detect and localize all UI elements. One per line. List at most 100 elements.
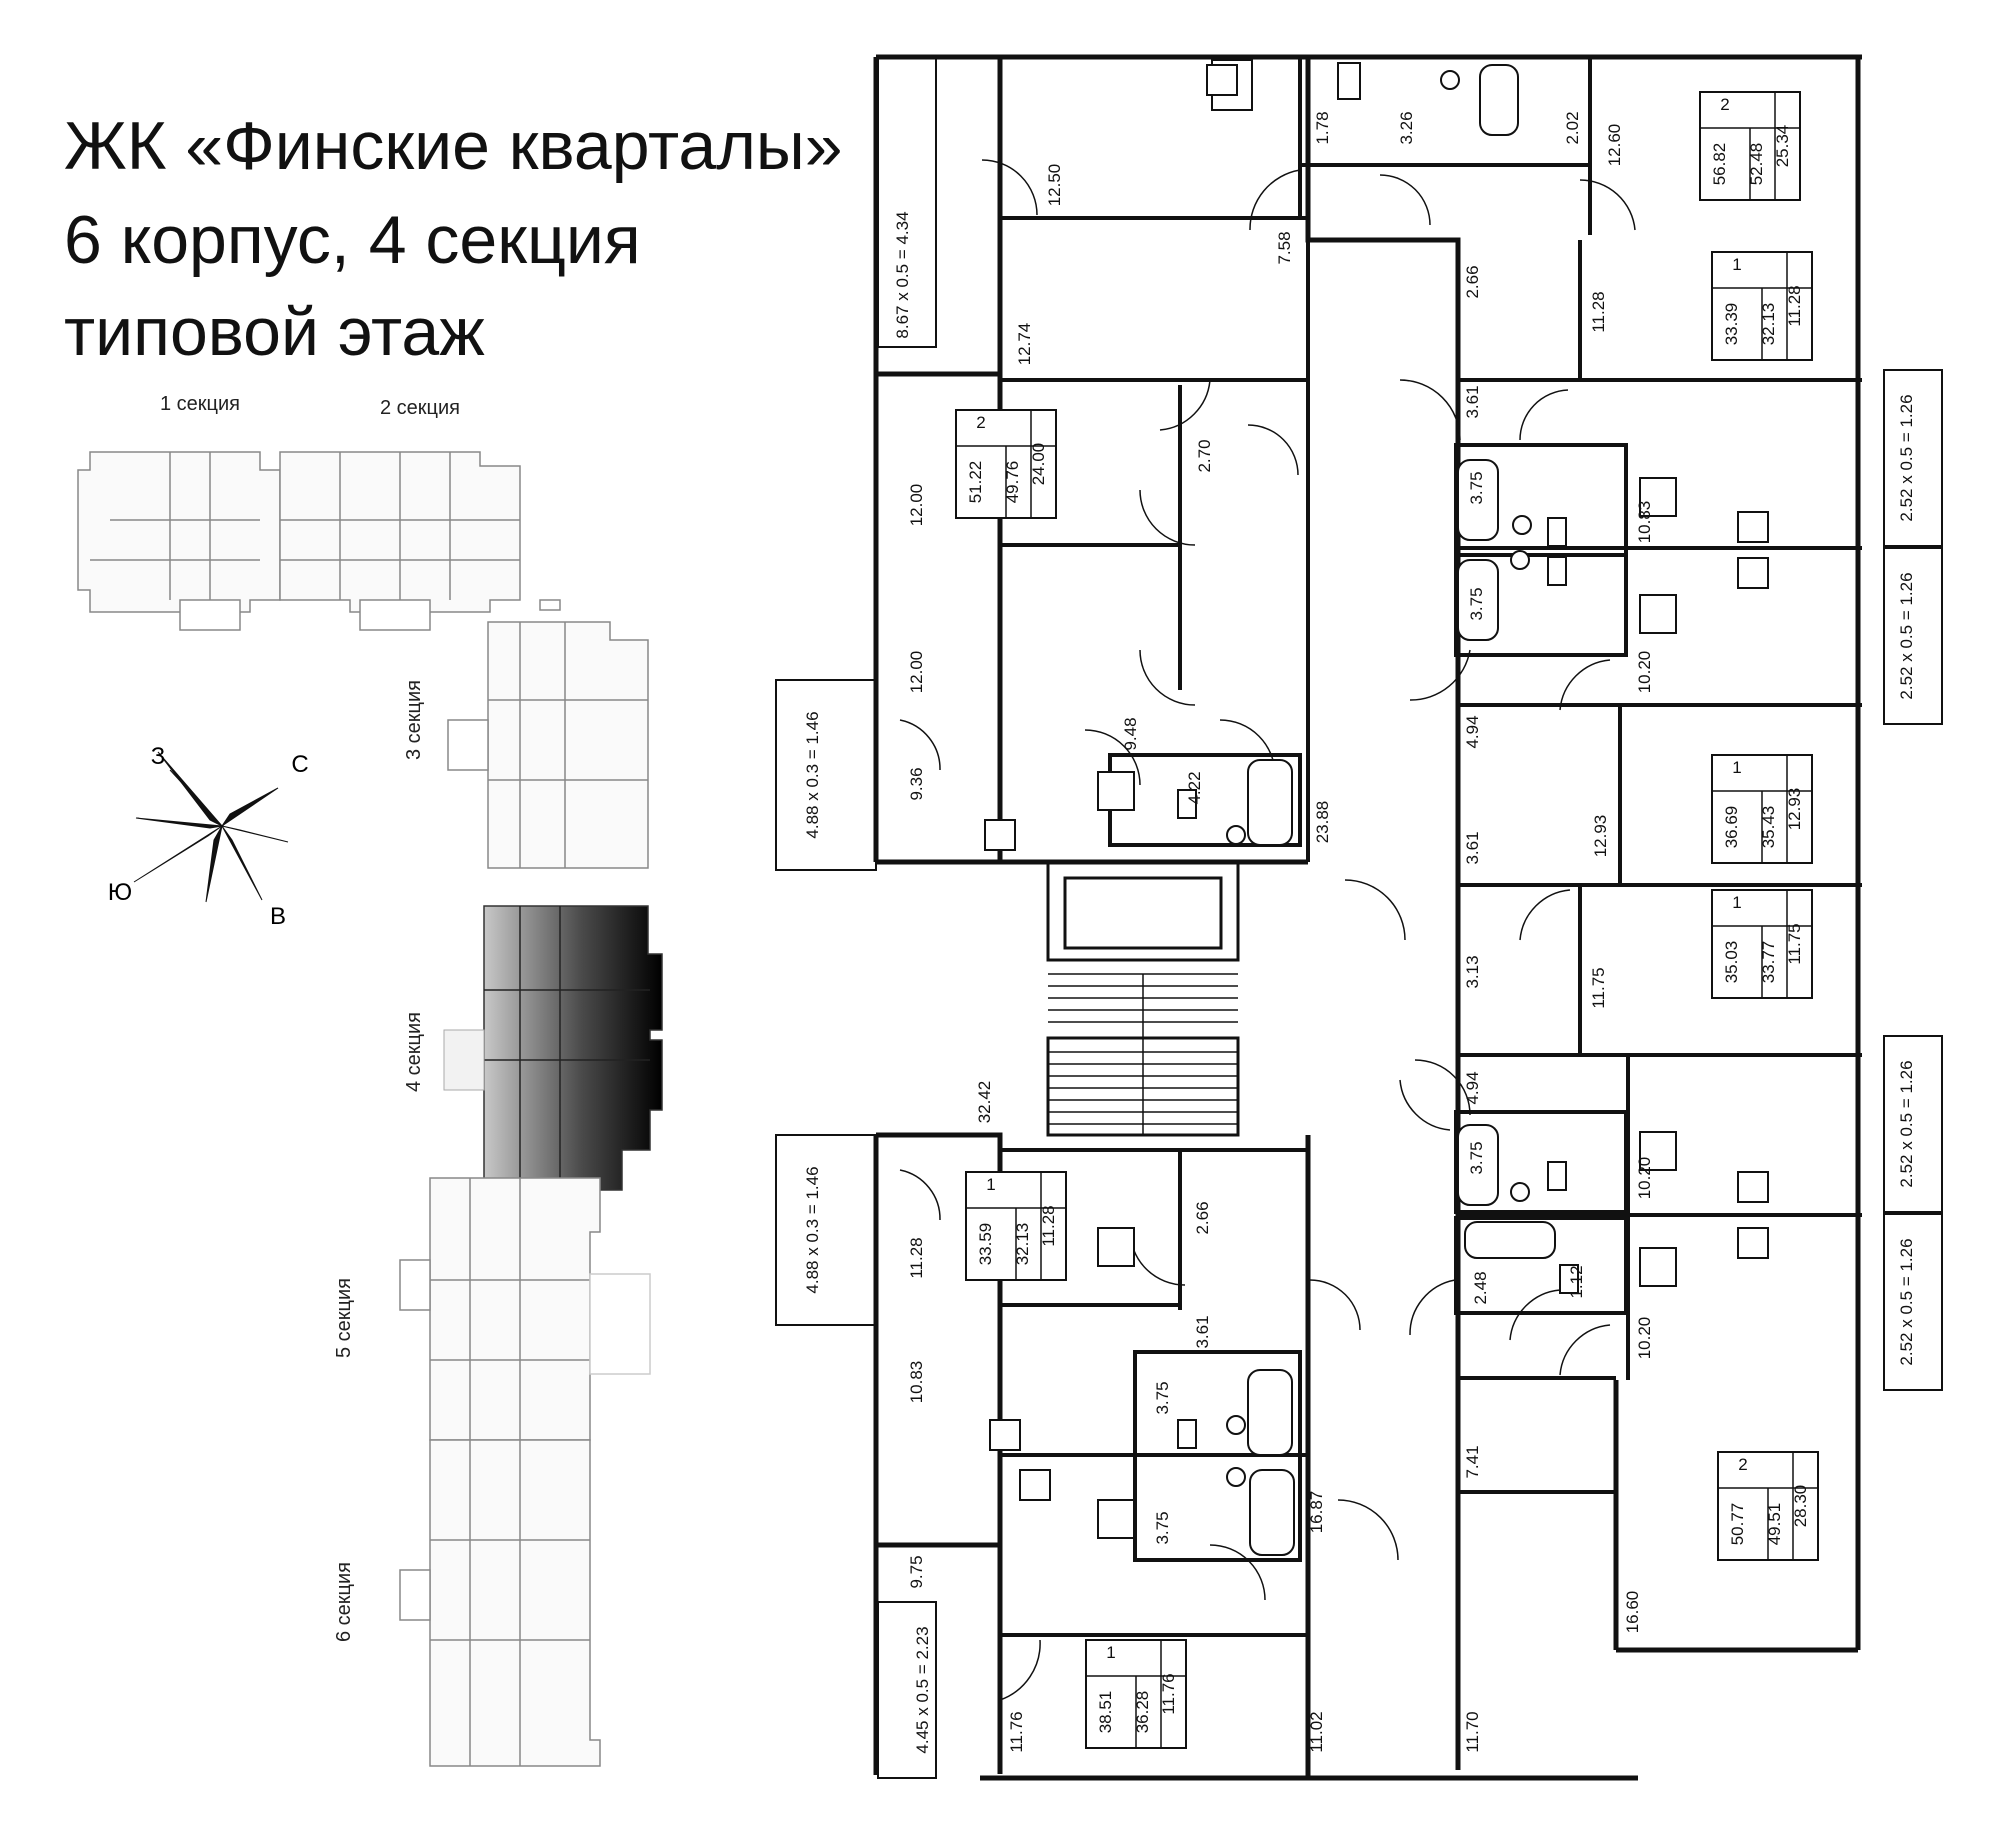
title-floor: типовой этаж (64, 294, 485, 370)
key-label-section-5: 5 секция (333, 1278, 355, 1358)
apartment-rooms: 1 (1106, 1643, 1115, 1662)
balcony-label: 4.88 x 0.3 = 1.46 (803, 711, 822, 838)
room-area: 3.61 (1193, 1315, 1212, 1348)
room-area: 3.75 (1467, 1141, 1486, 1174)
room-area: 12.93 (1591, 815, 1610, 858)
room-area: 4.22 (1185, 771, 1204, 804)
apartment-total-area: 33.77 (1759, 941, 1778, 984)
room-area: 11.70 (1463, 1711, 1482, 1752)
room-area: 12.60 (1605, 124, 1624, 167)
title-building: 6 корпус, 4 секция (64, 202, 641, 278)
room-area: 11.28 (907, 1237, 926, 1278)
room-area: 1.12 (1567, 1265, 1586, 1298)
balcony-label: 2.52 x 0.5 = 1.26 (1897, 1060, 1916, 1187)
room-area: 7.58 (1275, 231, 1294, 264)
stair-elevator-core (1046, 860, 1240, 1137)
balcony-label: 2.52 x 0.5 = 1.26 (1897, 572, 1916, 699)
room-area: 16.87 (1307, 1491, 1326, 1534)
room-area: 2.02 (1563, 111, 1582, 144)
room-area: 3.61 (1463, 385, 1482, 418)
apartment-total-area: 36.28 (1133, 1691, 1152, 1734)
key-plan: 1 секция 2 секция (77, 393, 663, 1767)
apartment-area-with-balcony: 51.22 (966, 461, 985, 504)
room-area: 2.66 (1463, 265, 1482, 298)
room-area: 3.61 (1463, 831, 1482, 864)
room-area: 9.36 (907, 767, 926, 800)
apartment-living-area: 11.28 (1785, 285, 1804, 326)
room-area: 3.13 (1463, 955, 1482, 988)
key-section-6[interactable] (399, 1439, 601, 1767)
key-section-1[interactable] (77, 451, 281, 631)
room-area: 12.50 (1045, 164, 1064, 207)
balcony-label: 2.52 x 0.5 = 1.26 (1897, 394, 1916, 521)
apartment-rooms: 1 (1732, 758, 1741, 777)
apartment-rooms: 2 (976, 413, 985, 432)
room-area: 11.28 (1589, 291, 1608, 332)
room-area: 4.94 (1463, 715, 1482, 748)
apartment-rooms: 1 (1732, 255, 1741, 274)
room-area: 10.20 (1635, 651, 1654, 694)
apartment-area-with-balcony: 56.82 (1710, 143, 1729, 186)
room-area: 12.74 (1015, 323, 1034, 366)
apartment-rooms: 1 (1732, 893, 1741, 912)
key-section-3[interactable] (447, 621, 649, 869)
floor-plan: 8.67 x 0.5 = 4.34 4.88 x 0.3 = 1.46 4.88… (775, 54, 1943, 1781)
apartment-total-area: 52.48 (1747, 143, 1766, 186)
room-area: 12.00 (907, 651, 926, 694)
room-area: 23.88 (1313, 801, 1332, 844)
apartment-info-box[interactable]: 2 24.00 49.76 51.22 (955, 409, 1057, 519)
compass-rose-icon: З С Ю В (108, 743, 309, 930)
apartment-rooms: 2 (1738, 1455, 1747, 1474)
stove-icons (984, 64, 1769, 1501)
key-section-5[interactable] (399, 1177, 651, 1441)
apartment-info-box[interactable]: 1 11.76 36.28 38.51 (1085, 1639, 1187, 1749)
apartment-total-area: 49.76 (1003, 461, 1022, 504)
room-area: 3.75 (1467, 471, 1486, 504)
key-label-section-6: 6 секция (333, 1562, 355, 1642)
apartment-info-box[interactable]: 1 11.28 32.13 33.39 (1711, 251, 1813, 361)
balcony-label: 2.52 x 0.5 = 1.26 (1897, 1238, 1916, 1365)
apartment-area-with-balcony: 33.39 (1722, 303, 1741, 346)
room-area: 2.48 (1471, 1271, 1490, 1304)
apartment-living-area: 24.00 (1029, 443, 1048, 486)
apartment-area-with-balcony: 38.51 (1096, 1691, 1115, 1734)
apartment-area-with-balcony: 33.59 (976, 1223, 995, 1266)
apartment-info-boxes: 2 25.34 52.48 56.82 1 11.28 32.13 33.39 2 24.00 49… (955, 91, 1819, 1749)
apartment-info-box[interactable]: 2 25.34 52.48 56.82 (1699, 91, 1801, 201)
apartment-total-area: 32.13 (1759, 303, 1778, 346)
apartment-rooms: 2 (1720, 95, 1729, 114)
apartment-living-area: 12.93 (1785, 788, 1804, 831)
balcony-label: 4.88 x 0.3 = 1.46 (803, 1166, 822, 1293)
apartment-total-area: 49.51 (1765, 1503, 1784, 1546)
compass-west-label: З (151, 743, 166, 770)
key-label-section-2: 2 секция (380, 397, 460, 419)
apartment-living-area: 11.76 (1159, 1673, 1178, 1714)
room-area: 3.75 (1467, 587, 1486, 620)
apartment-rooms: 1 (986, 1175, 995, 1194)
balcony-label: 8.67 x 0.5 = 4.34 (893, 211, 912, 338)
room-area: 1.78 (1313, 111, 1332, 144)
room-area: 9.75 (907, 1555, 926, 1588)
room-area: 11.76 (1007, 1711, 1026, 1752)
balcony-label: 4.45 x 0.5 = 2.23 (913, 1626, 932, 1753)
key-section-4-highlighted[interactable] (443, 905, 663, 1191)
apartment-area-with-balcony: 36.69 (1722, 806, 1741, 849)
key-label-section-3: 3 секция (403, 680, 425, 760)
apartment-living-area: 25.34 (1773, 125, 1792, 168)
room-area: 4.94 (1463, 1071, 1482, 1104)
title-complex: ЖК «Финские кварталы» (64, 108, 843, 184)
room-area: 3.26 (1397, 111, 1416, 144)
room-area: 10.83 (907, 1361, 926, 1404)
apartment-total-area: 32.13 (1013, 1223, 1032, 1266)
key-section-2[interactable] (279, 451, 561, 631)
apartment-living-area: 28.30 (1791, 1485, 1810, 1528)
room-area: 2.66 (1193, 1201, 1212, 1234)
key-label-section-1: 1 секция (160, 393, 240, 415)
room-area: 12.00 (907, 484, 926, 527)
